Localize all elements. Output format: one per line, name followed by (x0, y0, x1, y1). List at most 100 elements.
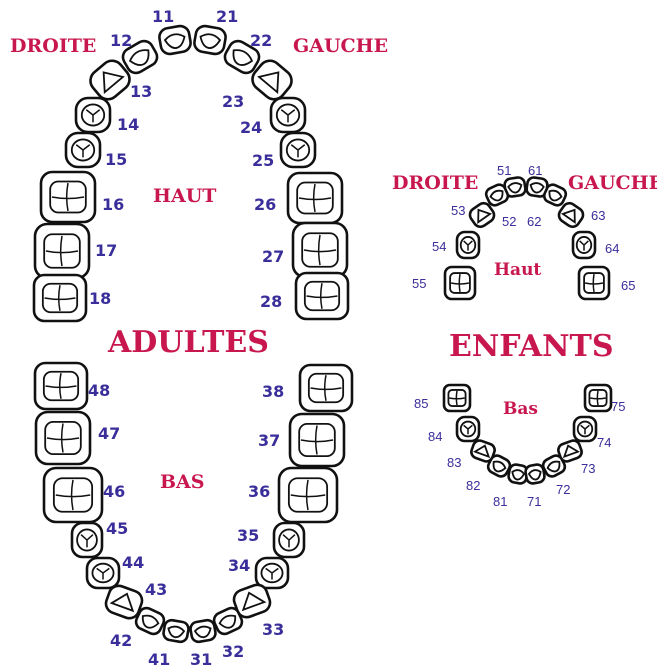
tooth-45 (72, 523, 102, 557)
tooth-24 (271, 98, 305, 132)
tooth-number-65: 65 (621, 278, 635, 293)
tooth-number-55: 55 (412, 276, 426, 291)
tooth-27-outline (293, 223, 347, 277)
tooth-71 (525, 464, 546, 485)
tooth-28 (296, 273, 348, 319)
tooth-84 (457, 417, 479, 441)
tooth-35 (274, 523, 304, 557)
tooth-number-23: 23 (222, 92, 244, 111)
tooth-25 (281, 133, 315, 167)
tooth-27 (293, 223, 347, 277)
adult-right-label: DROITE (10, 35, 96, 57)
tooth-number-84: 84 (428, 429, 442, 444)
tooth-number-46: 46 (103, 482, 125, 501)
tooth-47 (36, 412, 90, 464)
tooth-48 (35, 363, 87, 409)
tooth-number-36: 36 (248, 482, 270, 501)
tooth-number-72: 72 (556, 482, 570, 497)
tooth-number-17: 17 (95, 241, 117, 260)
tooth-number-13: 13 (130, 82, 152, 101)
tooth-26 (288, 173, 342, 223)
tooth-number-11: 11 (152, 7, 174, 26)
tooth-85 (444, 385, 470, 411)
tooth-36-outline (279, 468, 337, 522)
tooth-48-outline (35, 363, 87, 409)
tooth-64 (573, 232, 595, 258)
tooth-46 (44, 468, 102, 522)
tooth-number-21: 21 (216, 7, 238, 26)
tooth-number-75: 75 (611, 399, 625, 414)
tooth-34 (256, 558, 288, 588)
adult-lower-label: BAS (160, 471, 205, 493)
tooth-number-24: 24 (240, 118, 262, 137)
tooth-number-43: 43 (145, 580, 167, 599)
tooth-number-31: 31 (190, 650, 212, 669)
tooth-number-81: 81 (493, 494, 507, 509)
tooth-38 (300, 365, 352, 411)
tooth-number-22: 22 (250, 31, 272, 50)
tooth-number-42: 42 (110, 631, 132, 650)
tooth-37-outline (290, 414, 344, 466)
tooth-number-35: 35 (237, 526, 259, 545)
child-left-label: GAUCHE (568, 172, 657, 194)
tooth-31-outline (189, 619, 216, 643)
tooth-number-16: 16 (102, 195, 124, 214)
tooth-36 (279, 468, 337, 522)
tooth-number-32: 32 (222, 642, 244, 661)
tooth-number-48: 48 (88, 381, 110, 400)
tooth-number-52: 52 (502, 214, 516, 229)
tooth-17-outline (35, 224, 89, 278)
tooth-number-44: 44 (122, 553, 144, 572)
tooth-46-outline (44, 468, 102, 522)
tooth-54 (457, 232, 479, 258)
tooth-number-71: 71 (527, 494, 541, 509)
tooth-14 (76, 98, 110, 132)
tooth-number-41: 41 (148, 650, 170, 669)
tooth-number-25: 25 (252, 151, 274, 170)
tooth-number-33: 33 (262, 620, 284, 639)
tooth-21-outline (193, 25, 227, 56)
tooth-number-14: 14 (117, 115, 139, 134)
tooth-number-64: 64 (605, 241, 619, 256)
child-upper-label: Haut (494, 260, 541, 280)
tooth-37 (290, 414, 344, 466)
adult-title: ADULTES (107, 325, 269, 360)
tooth-11-outline (158, 25, 192, 56)
tooth-11 (158, 25, 192, 56)
tooth-21 (193, 25, 227, 56)
tooth-number-51: 51 (497, 163, 511, 178)
tooth-number-28: 28 (260, 292, 282, 311)
tooth-26-outline (288, 173, 342, 223)
tooth-number-53: 53 (451, 203, 465, 218)
tooth-44 (87, 558, 119, 588)
tooth-75 (585, 385, 611, 411)
tooth-71-outline (525, 464, 546, 485)
tooth-16-outline (41, 172, 95, 222)
tooth-17 (35, 224, 89, 278)
tooth-number-27: 27 (262, 247, 284, 266)
tooth-number-63: 63 (591, 208, 605, 223)
tooth-number-54: 54 (432, 239, 446, 254)
tooth-number-34: 34 (228, 556, 250, 575)
tooth-47-outline (36, 412, 90, 464)
tooth-16 (41, 172, 95, 222)
tooth-number-15: 15 (105, 150, 127, 169)
tooth-31 (189, 619, 216, 643)
adult-upper-label: HAUT (153, 185, 216, 207)
tooth-number-26: 26 (254, 195, 276, 214)
tooth-65 (579, 267, 609, 299)
tooth-number-18: 18 (89, 289, 111, 308)
tooth-number-47: 47 (98, 424, 120, 443)
tooth-18 (34, 275, 86, 321)
adult-left-label: GAUCHE (293, 35, 388, 57)
child-title: ENFANTS (449, 329, 614, 364)
tooth-15 (66, 133, 100, 167)
tooth-41 (162, 619, 189, 643)
tooth-number-61: 61 (528, 163, 542, 178)
tooth-number-74: 74 (597, 435, 611, 450)
tooth-number-83: 83 (447, 455, 461, 470)
tooth-38-outline (300, 365, 352, 411)
tooth-number-38: 38 (262, 382, 284, 401)
tooth-number-85: 85 (414, 396, 428, 411)
